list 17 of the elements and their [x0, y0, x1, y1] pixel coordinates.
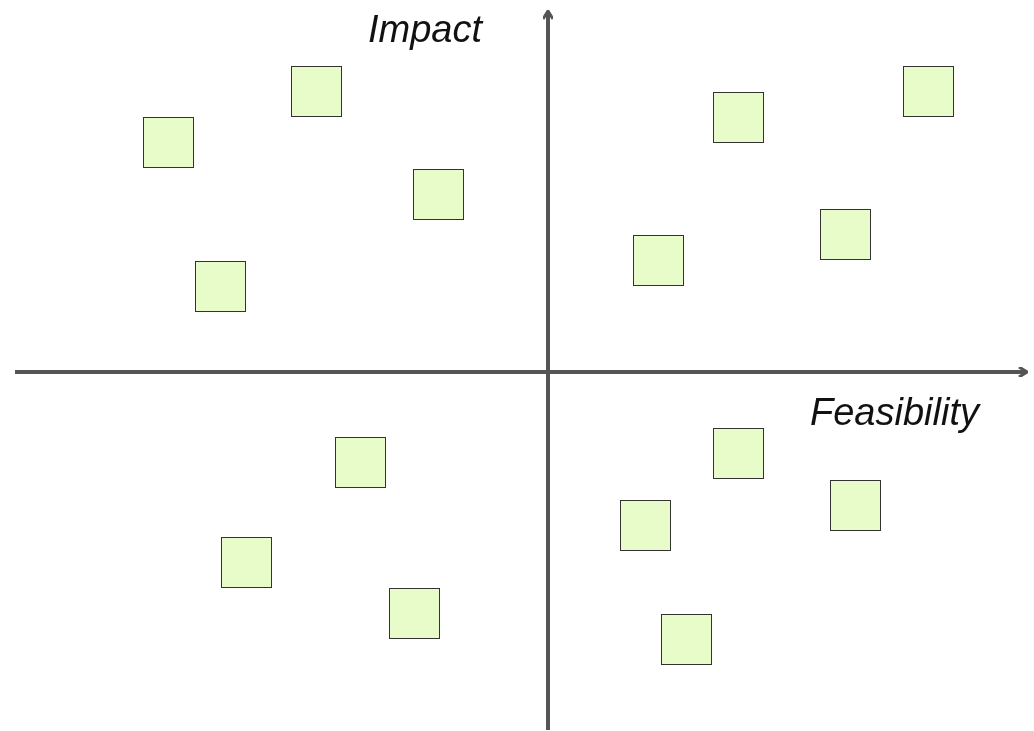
sticky-note: [820, 209, 871, 260]
sticky-note: [633, 235, 684, 286]
sticky-note: [221, 537, 272, 588]
sticky-note: [335, 437, 386, 488]
sticky-note: [195, 261, 246, 312]
axis-label: Impact: [368, 10, 483, 48]
sticky-note: [661, 614, 712, 665]
sticky-note: [291, 66, 342, 117]
sticky-note: [713, 92, 764, 143]
sticky-note: [620, 500, 671, 551]
sticky-note: [830, 480, 881, 531]
axis-label: Feasibility: [810, 393, 979, 431]
sticky-note: [143, 117, 194, 168]
sticky-note: [713, 428, 764, 479]
sticky-note: [389, 588, 440, 639]
sticky-note: [413, 169, 464, 220]
sticky-note: [903, 66, 954, 117]
